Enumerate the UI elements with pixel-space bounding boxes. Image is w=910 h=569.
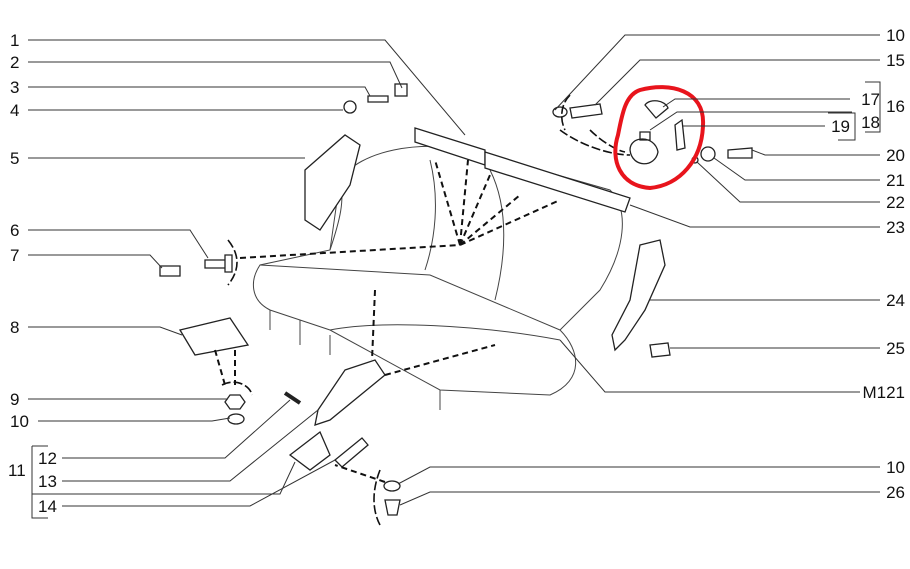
seat-illustration [252, 145, 623, 410]
callout-label: 22 [886, 193, 905, 212]
callout-label: 26 [886, 483, 905, 502]
callout-label: 3 [10, 78, 19, 97]
highlight-circle [613, 85, 706, 191]
callout-label: 10 [886, 26, 905, 45]
callout-label: 9 [10, 390, 19, 409]
part-18-lock [629, 131, 659, 165]
part-24-bracket [611, 239, 666, 352]
callout-label: 6 [10, 221, 19, 240]
part-9-nut [224, 394, 246, 410]
callout-label: 14 [38, 497, 57, 516]
callout-label: 24 [886, 291, 905, 310]
part-13-lever [314, 359, 386, 426]
part-26-screw [384, 499, 401, 516]
part-10b-washer [383, 480, 401, 492]
callout-label: 19 [831, 117, 850, 136]
part-17-knob [644, 100, 669, 119]
callout-label: 5 [10, 149, 19, 168]
part-10-washer [227, 413, 245, 425]
callout-label: 1 [10, 31, 19, 50]
part-21-bushing [700, 146, 716, 162]
part-23-bar [484, 151, 631, 213]
callout-label: 10 [886, 458, 905, 477]
part-20-bolt [727, 147, 753, 159]
callout-label: M121 [862, 383, 905, 402]
part-7-screw [159, 265, 181, 277]
assembly-lines [214, 94, 631, 526]
callout-label: 16 [886, 97, 905, 116]
callout-label: 23 [886, 218, 905, 237]
callout-label: 8 [10, 318, 19, 337]
callout-label: 13 [38, 472, 57, 491]
part-12-pin [283, 391, 302, 405]
part-2-nut [394, 83, 408, 97]
callout-label: 25 [886, 339, 905, 358]
parts [159, 83, 753, 516]
part-10c-washer [552, 106, 568, 118]
part-3-screw [367, 95, 389, 103]
part-8-hinge [178, 317, 250, 356]
callout-label: 4 [10, 101, 19, 120]
callout-label: 20 [886, 146, 905, 165]
part-5-bracket [304, 134, 361, 231]
part-4-washer [343, 100, 357, 114]
callout-label: 7 [10, 246, 19, 265]
callout-label: 11 [8, 461, 26, 480]
leader-lines [28, 34, 881, 519]
callout-label: 12 [38, 449, 57, 468]
part-15-screw [569, 103, 603, 119]
part-25-clip [649, 342, 671, 358]
callout-label: 2 [10, 53, 19, 72]
callout-label: 15 [886, 51, 905, 70]
spring [334, 437, 369, 468]
callout-label: 18 [861, 113, 880, 132]
part-19-pin [674, 118, 686, 151]
callout-label: 10 [10, 412, 29, 431]
callout-label: 17 [861, 90, 880, 109]
callout-label: 21 [886, 171, 905, 190]
part-6-bolt [204, 254, 233, 273]
part-14-plate [288, 430, 331, 471]
